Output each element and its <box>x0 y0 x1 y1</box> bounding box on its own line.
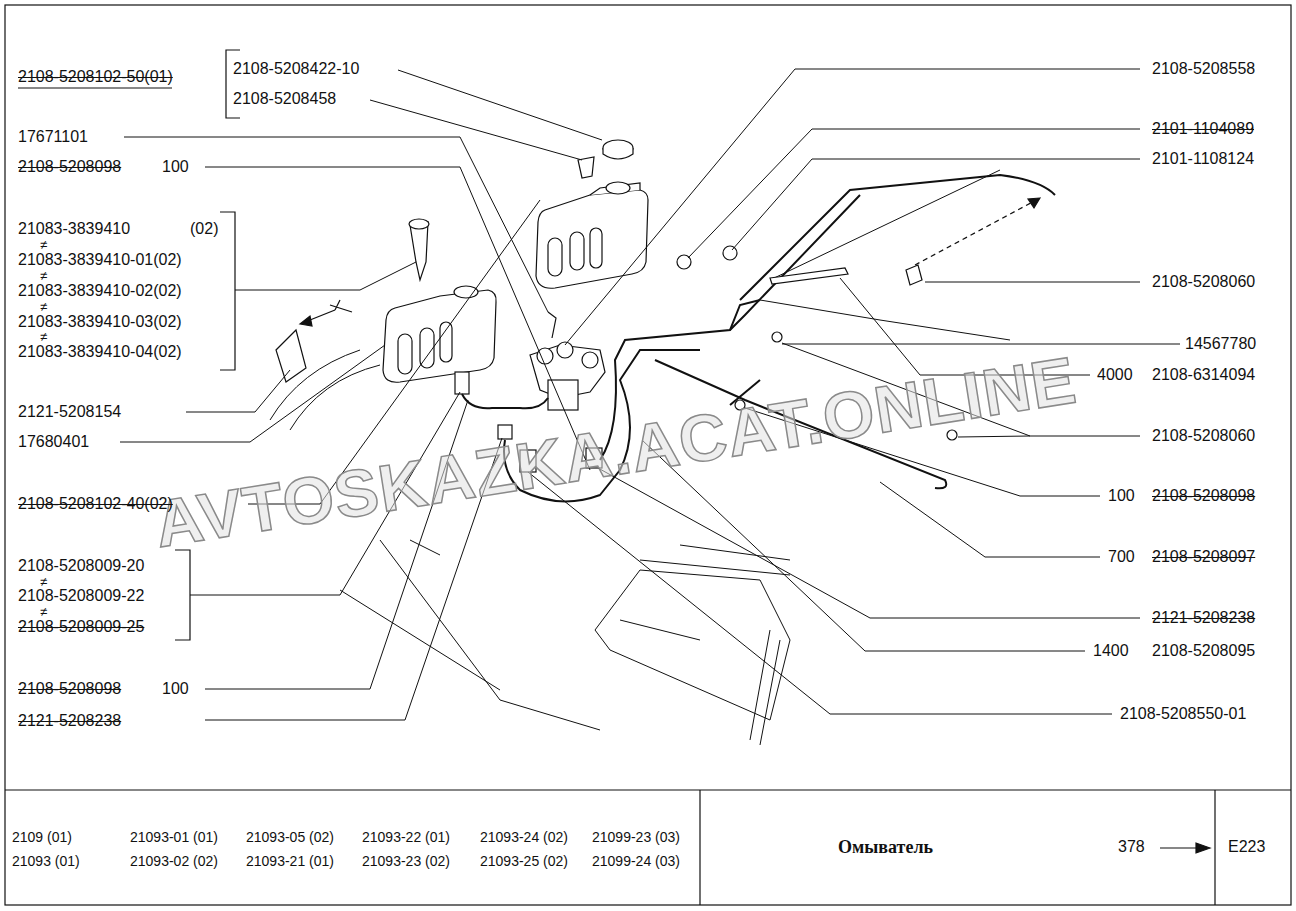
quantity: 4000 <box>1097 366 1133 384</box>
part-number: 2108-5208098 <box>18 680 121 698</box>
alternative-mark: ≠ <box>40 300 47 313</box>
part-number: 2108-5208422-10 <box>233 60 359 78</box>
part-number: 2108-5208558 <box>1152 60 1255 78</box>
quantity: 700 <box>1108 548 1135 566</box>
dashed-link <box>915 198 1040 265</box>
underline <box>18 87 172 88</box>
page-reference: E223 <box>1228 838 1265 856</box>
part-number: 2108-5208098 <box>18 158 121 176</box>
part-number: 21083-3839410-01(02) <box>18 251 182 269</box>
part-number: 2108-5208060 <box>1152 273 1255 291</box>
part-number: 21083-3839410-03(02) <box>18 313 182 331</box>
model-cell: 21093-02 (02) <box>130 852 218 870</box>
model-cell: 21093-25 (02) <box>480 852 568 870</box>
quantity: 100 <box>1108 487 1135 505</box>
applicability: (02) <box>190 220 218 238</box>
page-arrow <box>1160 847 1200 848</box>
bracket <box>220 212 235 370</box>
alternative-mark: ≠ <box>40 269 47 282</box>
arrowhead <box>1028 198 1040 208</box>
part-number: 17680401 <box>18 433 89 451</box>
part-number: 2121-5208238 <box>18 712 121 730</box>
arrowhead <box>1196 843 1210 853</box>
leader-line <box>120 69 1180 720</box>
model-cell: 21093-24 (02) <box>480 828 568 846</box>
part-number: 2108-5208550-01 <box>1120 705 1246 723</box>
part-number: 2108-5208102-40(02) <box>18 495 173 513</box>
frame-divider <box>5 789 1291 790</box>
quantity: 100 <box>162 680 189 698</box>
model-cell: 21099-24 (03) <box>592 852 680 870</box>
part-number: 2108-6314094 <box>1152 366 1255 384</box>
model-cell: 21093-23 (02) <box>362 852 450 870</box>
section-title: Омыватель <box>838 838 933 856</box>
frame <box>5 5 1291 905</box>
quantity: 1400 <box>1093 642 1129 660</box>
part-number: 21083-3839410-02(02) <box>18 282 182 300</box>
part-number: 2108-5208009-20 <box>18 557 144 575</box>
frame-divider <box>699 790 700 905</box>
reservoir <box>276 219 496 382</box>
frame-divider <box>1214 790 1215 905</box>
alternative-mark: ≠ <box>40 575 47 588</box>
part-number: 14567780 <box>1185 335 1256 353</box>
part-number: 2108-5208095 <box>1152 642 1255 660</box>
alternative-mark: ≠ <box>40 238 47 251</box>
part-number: 17671101 <box>18 128 88 146</box>
part-number: 2108-5208009-22 <box>18 587 144 605</box>
part-number: 2121-5208238 <box>1152 609 1255 627</box>
model-cell: 21099-23 (03) <box>592 828 680 846</box>
quantity: 100 <box>162 158 189 176</box>
part-number: 21083-3839410-04(02) <box>18 343 182 361</box>
page-number: 378 <box>1118 838 1145 856</box>
alternative-mark: ≠ <box>40 330 47 343</box>
part-number: 2108-5208458 <box>233 90 336 108</box>
model-cell: 21093-05 (02) <box>246 828 334 846</box>
part-number: 21083-3839410 <box>18 220 130 238</box>
arrowhead <box>300 316 312 326</box>
model-cell: 2109 (01) <box>12 828 72 846</box>
part-number: 2108-5208060 <box>1152 427 1255 445</box>
part-number: 2108-5208098 <box>1152 487 1255 505</box>
part-number: 2101-1108124 <box>1152 150 1254 168</box>
model-cell: 21093-21 (01) <box>246 852 334 870</box>
part-number: 2121-5208154 <box>18 403 121 421</box>
part-number: 2108-5208102-50(01) <box>18 68 173 86</box>
part-number: 2108-5208097 <box>1152 548 1255 566</box>
model-cell: 21093-01 (01) <box>130 828 218 846</box>
part-number: 2108-5208009-25 <box>18 618 144 636</box>
model-cell: 21093-22 (01) <box>362 828 450 846</box>
part-number: 2101-1104089 <box>1152 120 1254 138</box>
bracket <box>175 550 190 640</box>
alternative-mark: ≠ <box>40 605 47 618</box>
model-cell: 21093 (01) <box>12 852 80 870</box>
